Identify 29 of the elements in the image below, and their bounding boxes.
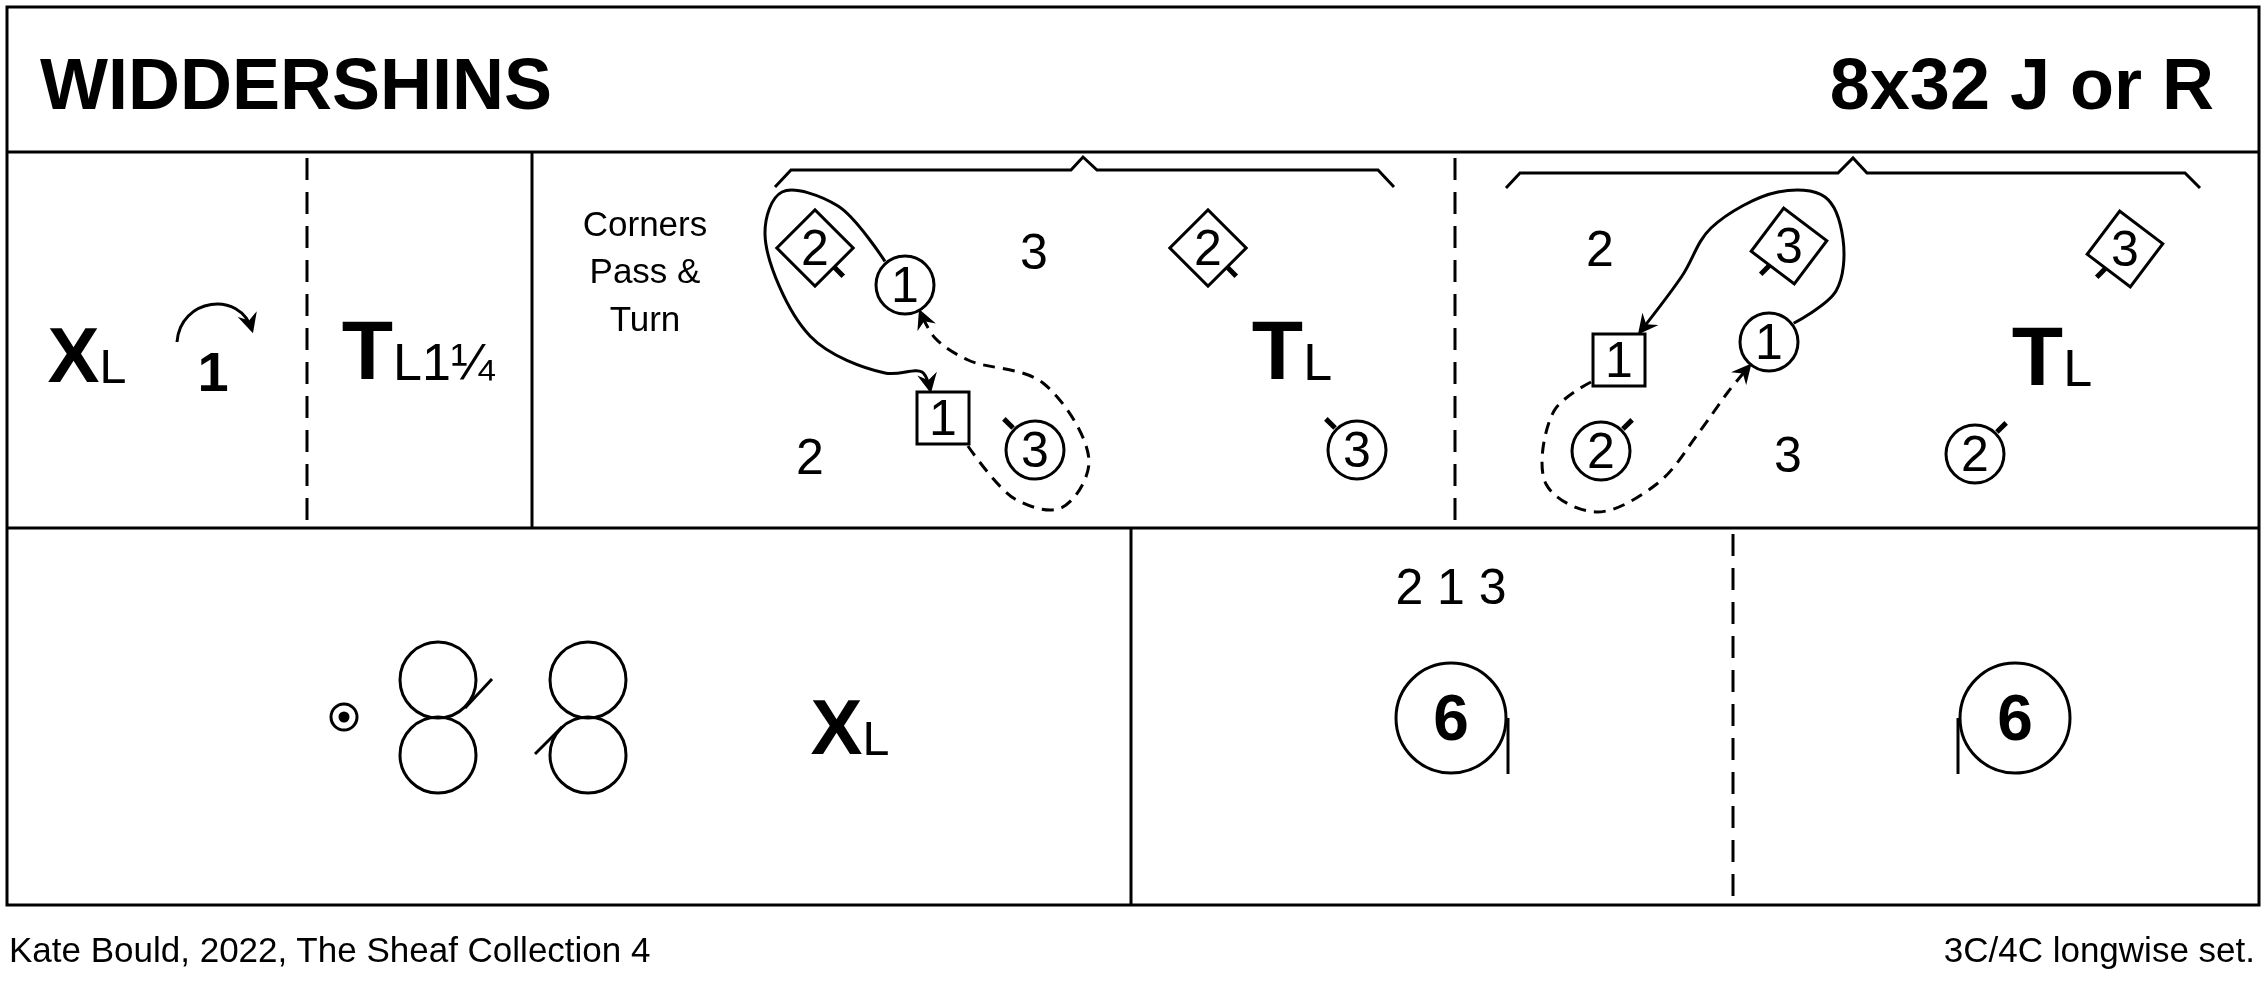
dancer-square: 1 [1591, 332, 1647, 388]
dancer-circle: 1 [1738, 311, 1800, 373]
dancer-circle: 1 [874, 254, 936, 316]
dancer-circle: 2 [1944, 423, 2006, 485]
dance-format: 8x32 J or R [1829, 45, 2214, 125]
position-number: 3 [1020, 224, 1048, 280]
dancer-circle: 3 [1326, 419, 1388, 481]
dancer-diamond: 2 [1169, 209, 1247, 287]
figure-number: 1 [197, 341, 229, 403]
position-number: 2 [796, 429, 824, 485]
set-formation: 3C/4C longwise set. [1943, 930, 2255, 970]
path-arrow [763, 188, 937, 394]
dancer-circle: 3 [1004, 419, 1066, 481]
dancer-square: 1 [915, 390, 971, 446]
dance-title: WIDDERSHINS [40, 45, 552, 125]
dancer-diamond: 3 [1750, 207, 1828, 285]
figure-caption: Corners Pass & Turn [581, 203, 709, 340]
formation-circle: 6 [1394, 661, 1508, 775]
dancer-circle: 2 [1570, 420, 1632, 482]
dancer-diamond: 3 [2086, 210, 2164, 288]
source-credit: Kate Bould, 2022, The Sheaf Collection 4 [9, 930, 651, 970]
position-number: 3 [1774, 427, 1802, 483]
couple-order: 2 1 3 [1395, 559, 1507, 615]
formation-circle: 6 [1958, 661, 2072, 775]
path-arrow [1637, 188, 1846, 335]
dashed-path-arrow [917, 308, 1091, 512]
dashed-path-arrow [1540, 363, 1752, 514]
position-number: 2 [1586, 221, 1614, 277]
dancer-diamond: 2 [776, 209, 854, 287]
